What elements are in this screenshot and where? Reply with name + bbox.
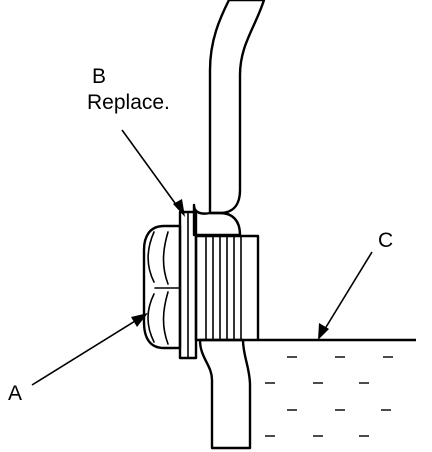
leader-b-arrowhead: [173, 199, 185, 217]
oil-pan-wall-upper: [208, 0, 266, 215]
drain-plug-hex-head: [142, 224, 182, 350]
leader-b: [121, 129, 181, 211]
callout-leaders: [31, 129, 373, 386]
callout-c-letter: C: [378, 229, 393, 252]
callout-b-letter: B: [92, 65, 106, 88]
leader-a-arrowhead: [131, 313, 148, 327]
oil-pan-wall-lower: [198, 338, 252, 450]
callout-b-note: Replace.: [87, 91, 170, 114]
hex-head-outline: [142, 224, 182, 350]
drain-plug-threads: [194, 234, 260, 342]
oil-level: [258, 338, 416, 437]
callout-labels: B Replace. C A: [8, 65, 393, 405]
leader-c-arrowhead: [318, 323, 329, 340]
callout-a-letter: A: [8, 382, 22, 405]
leader-c: [322, 251, 373, 333]
oil-dashes: [265, 356, 393, 437]
leader-a: [31, 317, 141, 386]
oil-pan-wall: [192, 0, 266, 450]
